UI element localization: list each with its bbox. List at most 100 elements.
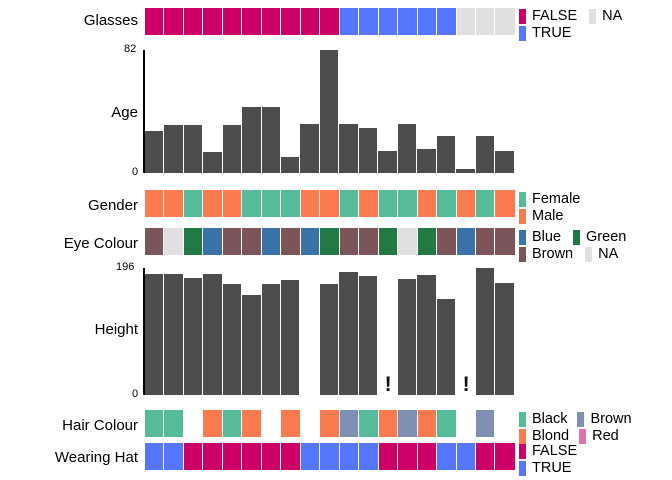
- legend-label: FALSE: [532, 443, 578, 460]
- bar: [280, 156, 301, 173]
- category-cell: [417, 8, 438, 35]
- category-cell: [320, 190, 340, 217]
- category-cell: [203, 228, 223, 255]
- bar-slot: [261, 268, 281, 395]
- missing-value-marker: !: [384, 373, 392, 396]
- swatch-blond: [519, 429, 526, 444]
- category-cell: [475, 443, 496, 470]
- bar: [358, 128, 379, 173]
- category-cell: [417, 190, 438, 217]
- legend-item-glasses-false: FALSE: [519, 9, 577, 24]
- bar-slot: [280, 268, 301, 395]
- legend-hair-colour: Black Brown Blond Red: [519, 411, 632, 445]
- bar-slot: [475, 50, 496, 173]
- legend-item-gender-female: Female: [519, 192, 580, 207]
- category-cell: [242, 8, 262, 35]
- category-cell: [183, 443, 204, 470]
- legend-item-hair-brown: Brown: [577, 412, 632, 427]
- category-cell: [203, 410, 223, 437]
- swatch-na: [589, 9, 597, 24]
- bar: [319, 50, 340, 173]
- row-label-age: Age: [111, 104, 138, 121]
- legend-label: TRUE: [532, 460, 572, 477]
- category-cell: [222, 228, 243, 255]
- category-cell: [320, 410, 340, 437]
- bar: [144, 131, 165, 173]
- category-cell: [475, 228, 496, 255]
- legend-label: Brown: [532, 246, 574, 263]
- category-cell: [300, 190, 321, 217]
- bar-slot: [358, 50, 379, 173]
- category-cell: [203, 190, 223, 217]
- legend-label: Red: [592, 428, 619, 445]
- swatch-brown: [519, 247, 526, 262]
- category-cell: [222, 190, 243, 217]
- bar-slot: [222, 268, 243, 395]
- legend-label: NA: [602, 8, 623, 25]
- legend-item-glasses-true: TRUE: [519, 26, 571, 41]
- category-cell: [437, 8, 457, 35]
- axis-tick-age-bottom: 0: [132, 166, 139, 178]
- bar: [183, 278, 204, 395]
- legend-label: Male: [532, 208, 564, 225]
- category-cell: [339, 228, 360, 255]
- category-strip-eye-colour: [145, 228, 515, 255]
- legend-item-hair-blond: Blond: [519, 429, 569, 444]
- bar: [164, 274, 184, 395]
- category-cell: [242, 190, 262, 217]
- swatch-black: [519, 412, 526, 427]
- bar: [495, 282, 515, 395]
- bar-slot: [164, 268, 184, 395]
- category-cell: [417, 443, 438, 470]
- category-strip-glasses: [145, 8, 515, 35]
- bar: [417, 275, 437, 395]
- bar: [417, 149, 437, 173]
- swatch-female: [519, 192, 526, 207]
- bar: [222, 283, 243, 395]
- legend-label: NA: [598, 246, 619, 263]
- legend-label: TRUE: [532, 25, 572, 42]
- category-cell: [183, 228, 204, 255]
- bar-slot: [417, 268, 437, 395]
- bar: [456, 168, 476, 173]
- bar: [183, 125, 204, 173]
- bar: [339, 271, 359, 395]
- category-cell: [301, 410, 321, 437]
- bar: [358, 275, 379, 395]
- category-cell: [359, 410, 379, 437]
- category-cell: [495, 228, 515, 255]
- category-cell: [339, 190, 360, 217]
- category-cell: [261, 228, 282, 255]
- bar-slot: [300, 50, 320, 173]
- bar-slot: [495, 50, 515, 173]
- legend-wearing-hat: FALSE TRUE: [519, 443, 577, 477]
- legend-item-gender-male: Male: [519, 209, 563, 224]
- category-cell: [222, 8, 243, 35]
- swatch-true: [519, 461, 526, 476]
- swatch-false: [519, 444, 526, 459]
- category-cell: [475, 410, 496, 437]
- bar: [475, 135, 496, 173]
- bar: [397, 279, 418, 395]
- category-cell: [437, 190, 457, 217]
- category-cell: [378, 228, 399, 255]
- swatch-false: [519, 9, 526, 24]
- category-cell: [339, 443, 360, 470]
- legend-glasses: FALSE NA TRUE: [519, 8, 622, 42]
- missing-value-marker: !: [462, 373, 470, 396]
- category-cell: [242, 410, 262, 437]
- legend-label: FALSE: [532, 8, 578, 25]
- bar-slot: [164, 50, 184, 173]
- legend-item-eye-brown: Brown: [519, 247, 573, 262]
- category-cell: [378, 190, 399, 217]
- swatch-true: [519, 26, 526, 41]
- category-cell: [359, 8, 379, 35]
- bar: [339, 123, 359, 173]
- category-strip-gender: [145, 190, 515, 217]
- category-cell: [183, 190, 204, 217]
- bar-slot: [495, 268, 515, 395]
- bar: [436, 299, 457, 395]
- category-cell: [203, 443, 223, 470]
- bar: [436, 135, 457, 173]
- row-label-gender: Gender: [87, 197, 138, 214]
